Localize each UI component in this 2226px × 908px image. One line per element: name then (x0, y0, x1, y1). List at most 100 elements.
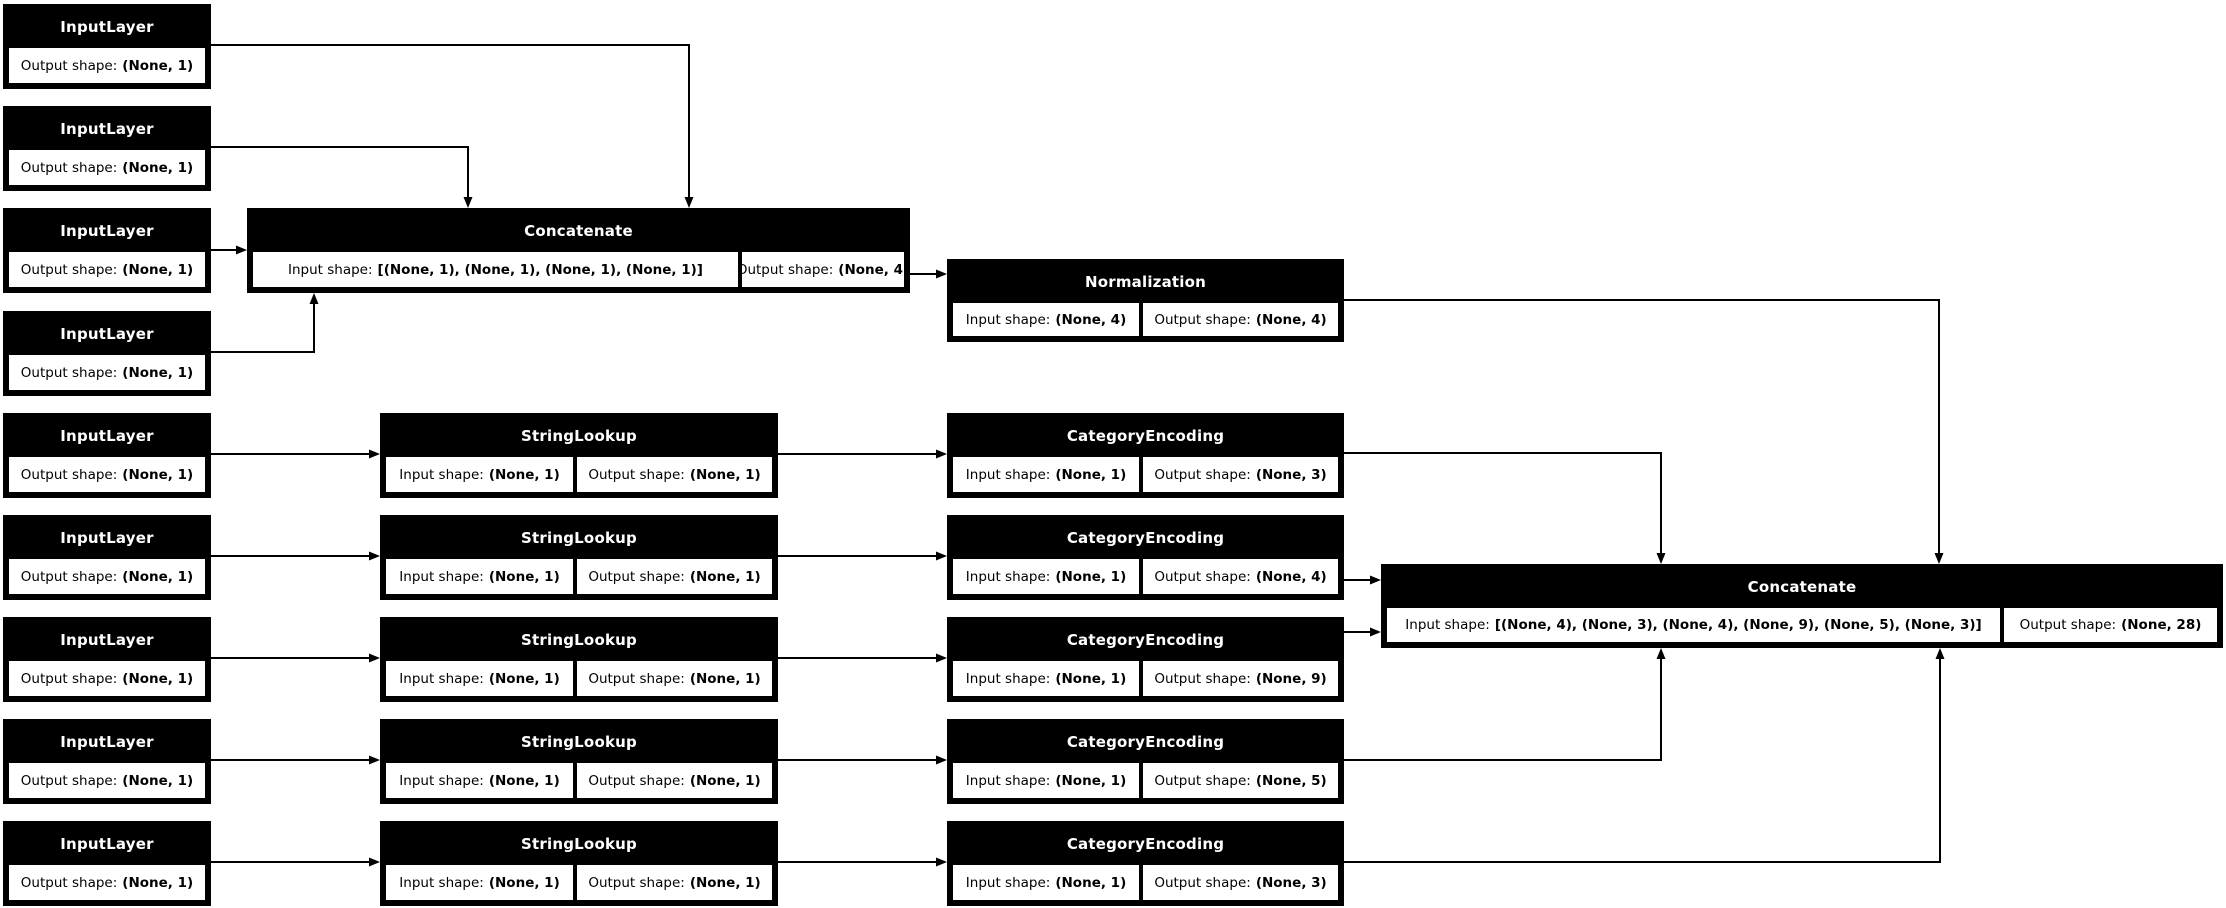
shape-value: (None, 1) (122, 568, 194, 585)
edge-arrowhead (369, 755, 380, 765)
edge-arrowhead (309, 293, 319, 304)
edge-4 (211, 293, 319, 353)
shape-label: Output shape: (2019, 617, 2117, 633)
shape-label: Output shape: (1154, 568, 1251, 585)
node-inputlayer-7: InputLayer Output shape: (None, 1) (3, 617, 211, 702)
edge-arrowhead (936, 449, 947, 459)
shape-value: (None, 1) (488, 874, 560, 891)
layer-shape-cells: Input shape: (None, 1) Output shape: (No… (949, 661, 1342, 700)
edge-arrowhead (1370, 575, 1381, 585)
shape-cell: Output shape: (None, 1) (9, 355, 205, 390)
edge-12 (211, 449, 380, 459)
edge-19 (778, 653, 947, 663)
edge-7 (1344, 452, 1666, 564)
edge-9 (1344, 627, 1381, 637)
shape-cell: Output shape: (None, 4) (742, 252, 904, 287)
edge-line (1344, 657, 1941, 863)
layer-shape-cells: Output shape: (None, 1) (5, 661, 209, 700)
layer-title: StringLookup (521, 529, 637, 547)
edge-1 (211, 44, 694, 208)
shape-value: (None, 5) (1255, 772, 1327, 789)
layer-title: CategoryEncoding (1066, 733, 1225, 751)
shape-cell: Output shape: (None, 1) (9, 559, 205, 594)
shape-label: Output shape: (20, 568, 118, 585)
shape-value: (None, 1) (1055, 670, 1127, 687)
node-categoryencoding-3: CategoryEncoding Input shape: (None, 1) … (947, 617, 1344, 702)
shape-value: (None, 1) (488, 670, 560, 687)
shape-label: Input shape: (965, 874, 1051, 891)
layer-shape-cells: Output shape: (None, 1) (5, 559, 209, 598)
layer-shape-cells: Input shape: (None, 4) Output shape: (No… (949, 303, 1342, 340)
shape-cell: Input shape: (None, 1) (953, 661, 1140, 696)
node-normalization-1: Normalization Input shape: (None, 4) Out… (947, 259, 1344, 342)
layer-shape-cells: Input shape: (None, 1) Output shape: (No… (382, 661, 776, 700)
layer-title: StringLookup (521, 733, 637, 751)
node-concatenate-2: Concatenate Input shape: [(None, 4), (No… (1381, 564, 2223, 648)
shape-label: Input shape: (399, 874, 484, 891)
edge-5 (910, 269, 947, 279)
shape-label: Output shape: (588, 670, 685, 687)
edge-20 (778, 755, 947, 765)
edge-18 (778, 551, 947, 561)
shape-value: (None, 1) (122, 466, 194, 483)
node-categoryencoding-4: CategoryEncoding Input shape: (None, 1) … (947, 719, 1344, 804)
layer-title: InputLayer (60, 835, 154, 853)
shape-label: Output shape: (1154, 670, 1251, 687)
edge-arrowhead (369, 449, 380, 459)
shape-cell: Input shape: [(None, 4), (None, 3), (Non… (1387, 608, 2000, 642)
shape-value: (None, 1) (1055, 772, 1127, 789)
shape-label: Output shape: (742, 261, 834, 278)
node-inputlayer-2: InputLayer Output shape: (None, 1) (3, 106, 211, 191)
shape-cell: Output shape: (None, 9) (1143, 661, 1338, 696)
edge-arrowhead (1934, 553, 1944, 564)
layer-title: InputLayer (60, 120, 154, 138)
layer-shape-cells: Output shape: (None, 1) (5, 355, 209, 394)
shape-value: (None, 1) (1055, 466, 1127, 483)
shape-cell: Output shape: (None, 1) (9, 865, 205, 900)
node-concatenate-1: Concatenate Input shape: [(None, 1), (No… (247, 208, 910, 293)
shape-cell: Output shape: (None, 1) (577, 865, 772, 900)
shape-value: [(None, 1), (None, 1), (None, 1), (None,… (377, 261, 703, 278)
shape-value: (None, 1) (689, 874, 761, 891)
shape-value: (None, 1) (488, 568, 560, 585)
edge-line (211, 44, 690, 199)
edge-14 (211, 653, 380, 663)
shape-value: (None, 1) (689, 466, 761, 483)
shape-cell: Output shape: (None, 1) (577, 457, 772, 492)
node-inputlayer-1: InputLayer Output shape: (None, 1) (3, 4, 211, 89)
shape-value: (None, 1) (122, 364, 194, 381)
shape-value: (None, 1) (122, 159, 194, 176)
shape-label: Input shape: (965, 670, 1051, 687)
shape-value: (None, 1) (488, 772, 560, 789)
shape-cell: Output shape: (None, 3) (1143, 457, 1338, 492)
node-stringlookup-1: StringLookup Input shape: (None, 1) Outp… (380, 413, 778, 498)
layer-shape-cells: Input shape: (None, 1) Output shape: (No… (949, 457, 1342, 496)
layer-title: InputLayer (60, 325, 154, 343)
layer-shape-cells: Input shape: [(None, 1), (None, 1), (Non… (249, 252, 908, 291)
layer-title: StringLookup (521, 427, 637, 445)
edge-arrowhead (236, 245, 247, 255)
shape-cell: Output shape: (None, 1) (9, 252, 205, 287)
shape-label: Output shape: (20, 364, 118, 381)
shape-cell: Input shape: (None, 1) (386, 661, 574, 696)
shape-cell: Output shape: (None, 1) (9, 150, 205, 185)
edge-arrowhead (369, 653, 380, 663)
shape-cell: Input shape: (None, 1) (386, 763, 574, 798)
shape-value: (None, 1) (122, 261, 194, 278)
edge-arrowhead (936, 269, 947, 279)
shape-cell: Input shape: (None, 1) (953, 457, 1140, 492)
shape-cell: Output shape: (None, 1) (577, 559, 772, 594)
node-stringlookup-5: StringLookup Input shape: (None, 1) Outp… (380, 821, 778, 906)
layer-title: StringLookup (521, 631, 637, 649)
shape-value: (None, 9) (1255, 670, 1327, 687)
layer-shape-cells: Input shape: (None, 1) Output shape: (No… (949, 763, 1342, 802)
edge-13 (211, 551, 380, 561)
shape-cell: Input shape: (None, 1) (386, 457, 574, 492)
node-categoryencoding-1: CategoryEncoding Input shape: (None, 1) … (947, 413, 1344, 498)
layer-shape-cells: Input shape: (None, 1) Output shape: (No… (949, 559, 1342, 598)
edge-arrowhead (684, 197, 694, 208)
edge-arrowhead (463, 197, 473, 208)
shape-label: Output shape: (20, 670, 118, 687)
shape-label: Input shape: (399, 772, 484, 789)
